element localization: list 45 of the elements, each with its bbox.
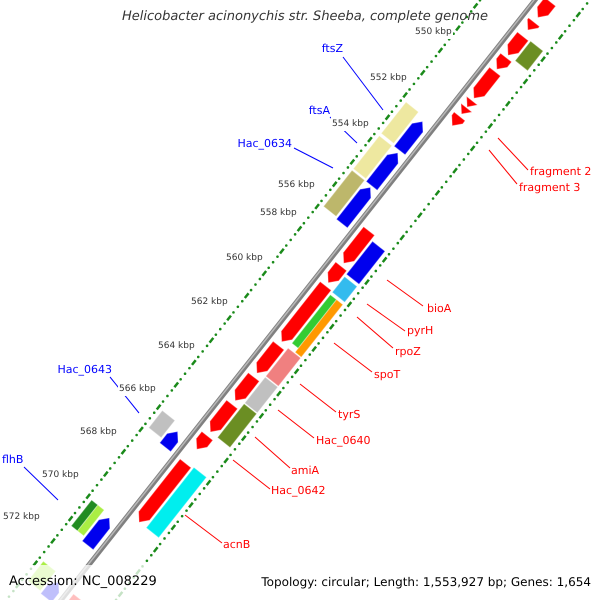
leader-line: [24, 466, 58, 500]
accession-text: Accession: NC_008229: [9, 575, 157, 589]
leader-line: [498, 138, 528, 170]
leader-line: [334, 342, 372, 372]
scale-label: 572 kbp: [2, 510, 41, 524]
scale-label: 552 kbp: [369, 71, 408, 85]
gene-label: pyrH: [407, 324, 434, 338]
gene-label: Hac_0642: [271, 484, 326, 498]
gene-label: spoT: [374, 368, 400, 382]
scale-label: 562 kbp: [190, 295, 229, 309]
leader-line: [342, 56, 384, 110]
scale-label: 568 kbp: [79, 425, 118, 439]
map-title: Helicobacter acinonychis str. Sheeba, complete genome: [120, 10, 489, 24]
gene-label: Hac_0640: [316, 434, 371, 448]
scale-label: 564 kbp: [157, 339, 196, 353]
gene-label: bioA: [427, 302, 452, 316]
gene-label: ftsA: [308, 104, 330, 118]
scale-label: 560 kbp: [225, 251, 264, 265]
leader-line: [386, 280, 424, 306]
gene-label: amiA: [291, 464, 320, 478]
leader-line: [254, 436, 290, 468]
gene-label: fragment 2: [530, 165, 592, 179]
scale-label: 570 kbp: [41, 468, 80, 482]
genome-stats-text: Topology: circular; Length: 1,553,927 bp; Genes: 1,654: [261, 575, 591, 589]
gene-label: rpoZ: [395, 345, 421, 359]
gene-label: flhB: [2, 453, 24, 467]
gene-label: Hac_0643: [57, 363, 112, 377]
leader-line: [184, 514, 222, 544]
leader-line: [232, 460, 270, 490]
gene-label: ftsZ: [322, 42, 343, 56]
gene-label: fragment 3: [519, 181, 580, 195]
gene-label: acnB: [223, 538, 250, 552]
scale-label: 554 kbp: [331, 117, 370, 131]
leader-line: [294, 148, 334, 168]
scale-label: 550 kbp: [414, 25, 453, 39]
leader-line: [356, 316, 394, 348]
gene-label: tyrS: [338, 408, 360, 422]
leader-line: [366, 304, 406, 332]
scale-label: 556 kbp: [277, 178, 316, 192]
leader-line: [278, 410, 314, 438]
leader-line: [488, 150, 518, 184]
gene-label: Hac_0634: [237, 137, 292, 151]
scale-label: 566 kbp: [118, 382, 157, 396]
scale-label: 558 kbp: [259, 206, 298, 220]
leader-line: [300, 384, 336, 412]
